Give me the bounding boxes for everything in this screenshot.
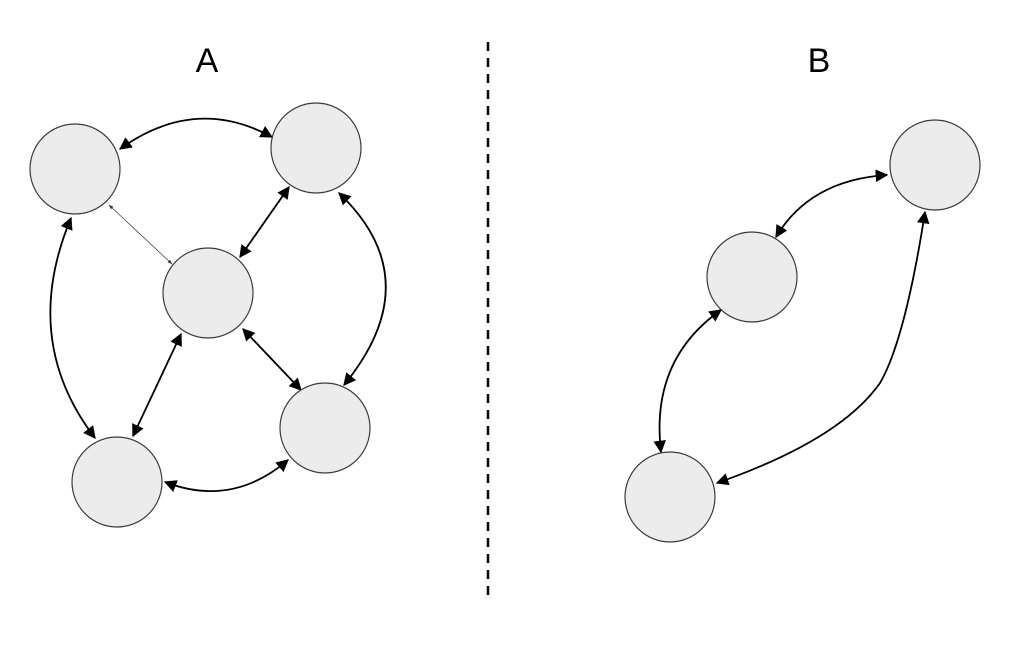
edge-b-mid-top [775,169,889,239]
panel-a-label: A [196,42,219,80]
panel-b-edges [653,169,930,486]
node-a-top-right [270,102,362,194]
edge-a-bl-br [163,459,289,493]
node-b-top-right [889,119,981,211]
edge-b-top-bottom [715,210,930,486]
edge-a-center-bl [132,332,182,438]
edge-a-tl-tr [118,117,274,150]
edge-a-tl-bl [49,216,96,440]
panel-b-label: B [808,42,831,80]
edge-a-center-br [242,328,302,391]
edge-b-mid-bottom [653,309,723,454]
edge-a-tr-center [239,185,290,259]
node-a-bottom-right [279,382,371,474]
panel-a-nodes [29,102,371,528]
node-b-bottom-left [624,451,716,543]
panel-a-edges [49,117,387,493]
node-a-bottom-left [71,436,163,528]
node-b-middle [706,231,798,323]
node-a-center [162,247,254,339]
panel-b-nodes [624,119,981,543]
edge-a-tl-center [108,204,173,265]
edge-a-tr-br [338,192,387,386]
node-a-top-left [29,123,121,215]
